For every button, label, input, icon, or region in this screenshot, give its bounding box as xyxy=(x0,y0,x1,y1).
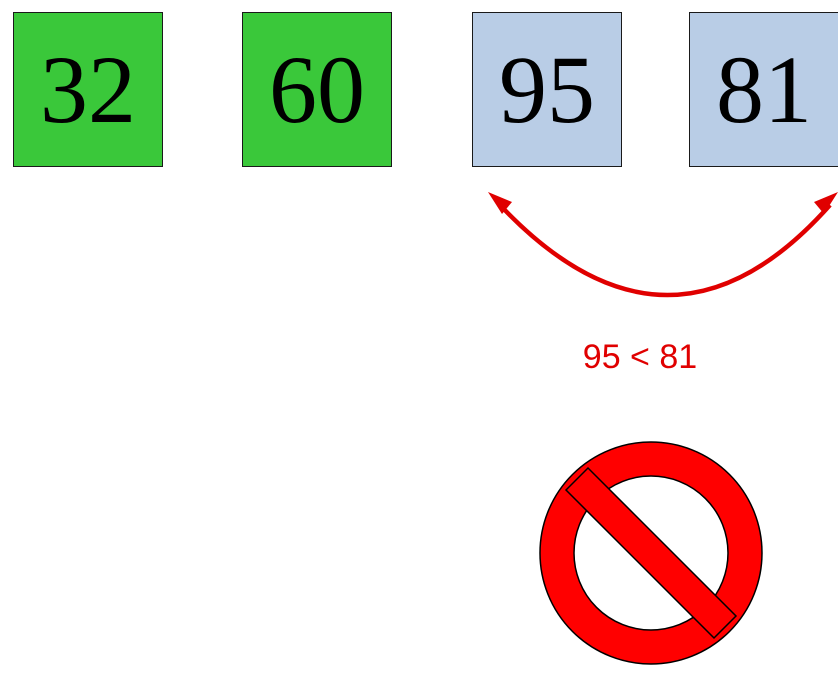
card-32: 32 xyxy=(13,12,163,167)
card-81: 81 xyxy=(689,12,838,167)
card-95: 95 xyxy=(472,12,622,167)
no-symbol-icon xyxy=(539,441,763,665)
card-60: 60 xyxy=(242,12,392,167)
curved-double-arrow-icon xyxy=(488,192,838,298)
comparison-label: 95 < 81 xyxy=(582,338,698,376)
